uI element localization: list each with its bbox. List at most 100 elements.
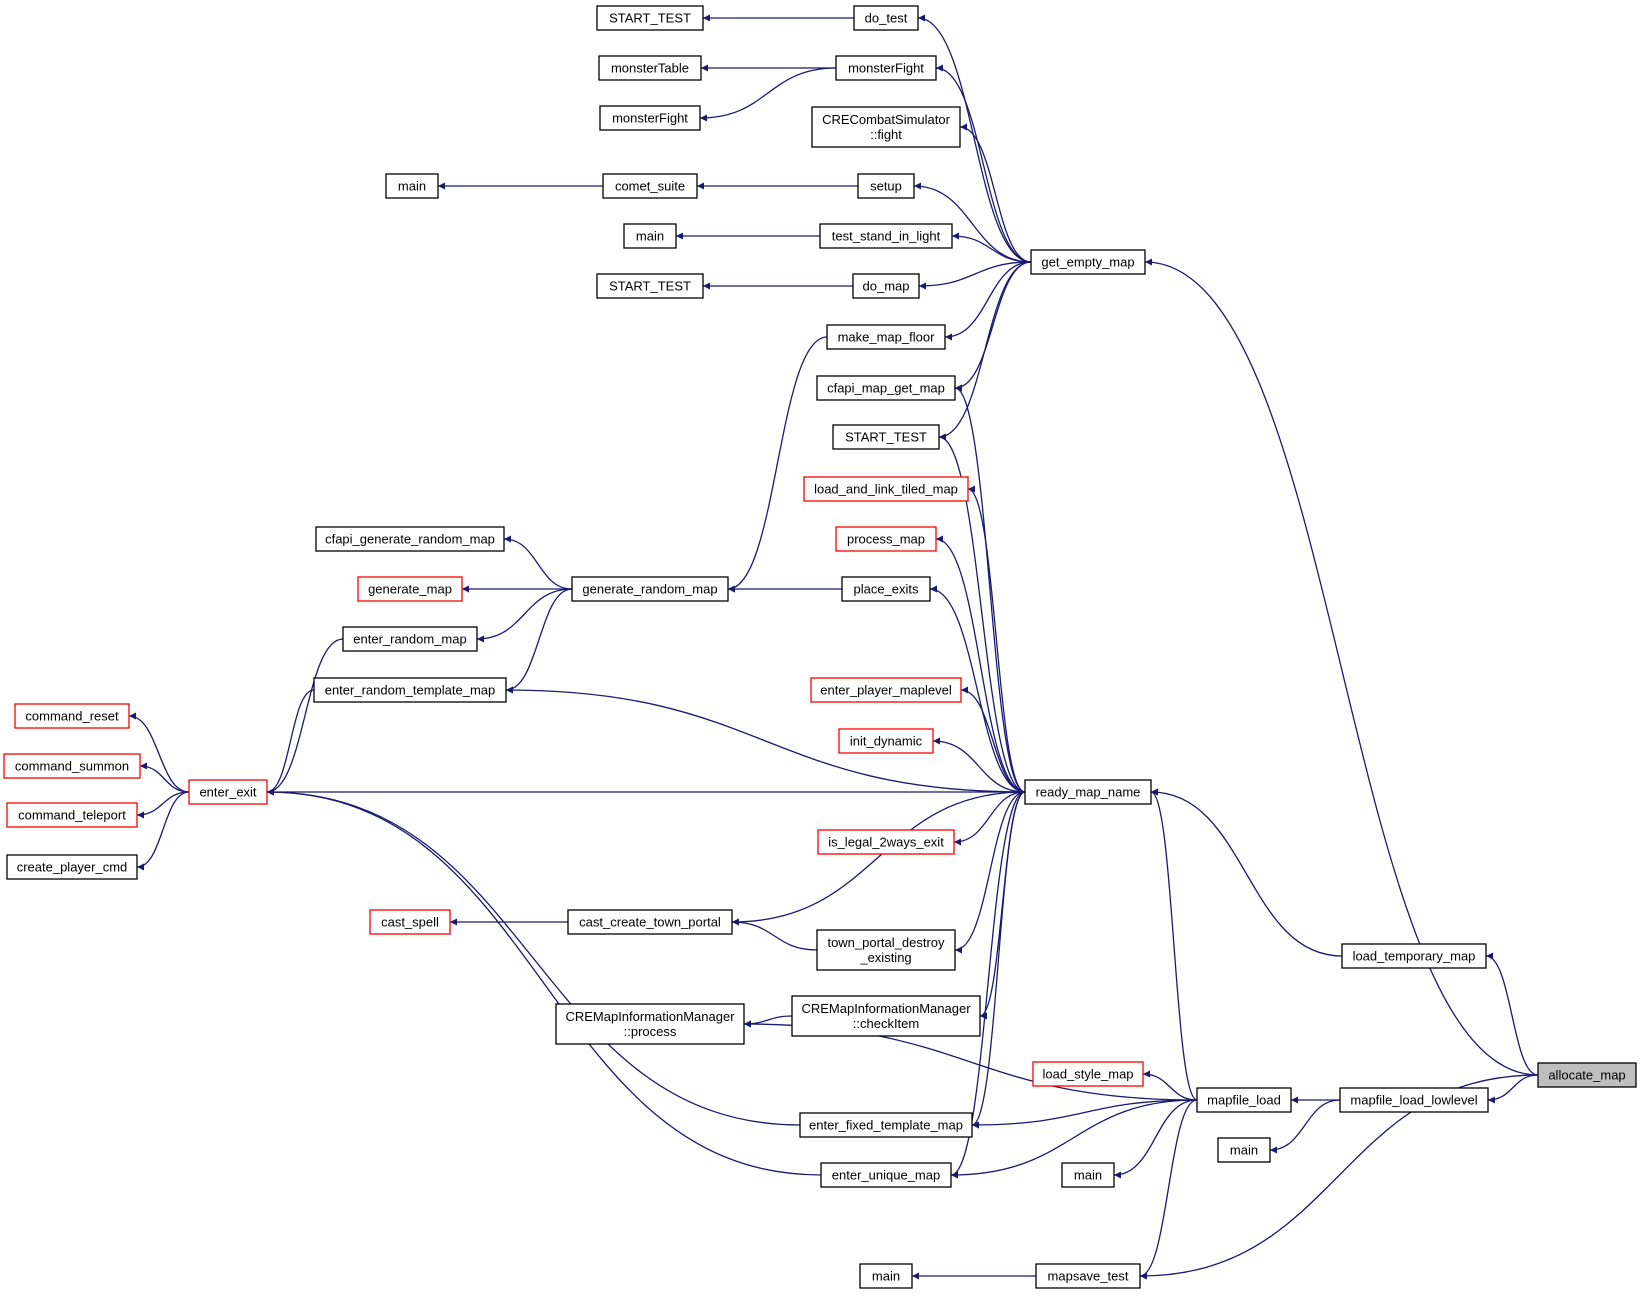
- node-load-and-link-tiled-map[interactable]: load_and_link_tiled_map: [803, 476, 969, 502]
- node-make-map-floor[interactable]: make_map_floor: [826, 324, 946, 350]
- edge-cfapi_generate_random_map-to-generate_random_map: [503, 535, 573, 590]
- edges-layer: [128, 14, 1539, 1280]
- edge-main_5-to-mapfile_load_lowlevel: [1269, 1099, 1341, 1154]
- node-process-map[interactable]: process_map: [835, 526, 937, 552]
- edge-setup-to-get_empty_map: [913, 182, 1032, 263]
- node-box: [859, 1263, 913, 1289]
- node-label: main: [872, 1269, 900, 1284]
- node-cremap-process[interactable]: CREMapInformationManager::process: [555, 1003, 745, 1045]
- node-box: [832, 424, 940, 450]
- node-main-3[interactable]: main: [859, 1263, 913, 1289]
- node-label: create_player_cmd: [17, 860, 128, 875]
- node-generate-map[interactable]: generate_map: [357, 576, 463, 602]
- node-init-dynamic[interactable]: init_dynamic: [838, 728, 934, 754]
- edge-command_teleport-to-enter_exit: [136, 791, 190, 819]
- edge-monsterfight_2-to-monsterfight_1: [699, 67, 837, 122]
- node-get-empty-map[interactable]: get_empty_map: [1030, 249, 1146, 275]
- node-box: [820, 1162, 952, 1188]
- node-enter-unique-map[interactable]: enter_unique_map: [820, 1162, 952, 1188]
- node-cfapi-generate-random-map[interactable]: cfapi_generate_random_map: [315, 526, 505, 552]
- node-box: [811, 106, 961, 148]
- node-box: [1024, 779, 1152, 805]
- edge-cfapi_map_get_map-to-ready_map_name: [954, 384, 1026, 793]
- node-start-test-2[interactable]: START_TEST: [596, 273, 704, 299]
- node-box: [791, 995, 981, 1037]
- node-label: START_TEST: [845, 430, 927, 445]
- node-ready-map-name[interactable]: ready_map_name: [1024, 779, 1152, 805]
- node-label: START_TEST: [609, 279, 691, 294]
- edge-start_test_3-to-get_empty_map: [938, 261, 1032, 441]
- edge-enter_player_maplevel-to-ready_map_name: [960, 686, 1026, 793]
- node-allocate-map[interactable]: allocate_map: [1537, 1062, 1637, 1088]
- node-enter-fixed-template-map[interactable]: enter_fixed_template_map: [799, 1112, 973, 1138]
- node-crecombat-fight[interactable]: CRECombatSimulator::fight: [811, 106, 961, 148]
- node-monsterfight-2[interactable]: monsterFight: [599, 105, 701, 131]
- node-box: [623, 223, 677, 249]
- node-label: is_legal_2ways_exit: [828, 835, 944, 850]
- node-box: [596, 5, 704, 31]
- edge-get_empty_map-to-allocate_map: [1144, 258, 1539, 1076]
- node-enter-random-template-map[interactable]: enter_random_template_map: [313, 677, 507, 703]
- node-main-4[interactable]: main: [1061, 1162, 1115, 1188]
- node-label: main: [636, 229, 664, 244]
- node-mapfile-load-lowlevel[interactable]: mapfile_load_lowlevel: [1339, 1087, 1489, 1113]
- node-mapfile-load[interactable]: mapfile_load: [1196, 1087, 1292, 1113]
- node-setup[interactable]: setup: [857, 173, 915, 199]
- node-enter-exit[interactable]: enter_exit: [188, 779, 268, 805]
- node-start-test-3[interactable]: START_TEST: [832, 424, 940, 450]
- node-town-portal-destroy-existing[interactable]: town_portal_destroy_existing: [816, 929, 956, 971]
- node-label: enter_exit: [199, 785, 256, 800]
- node-label: enter_fixed_template_map: [809, 1118, 963, 1133]
- node-box: [1217, 1137, 1271, 1163]
- node-label: enter_random_map: [353, 632, 466, 647]
- node-load-style-map[interactable]: load_style_map: [1032, 1061, 1144, 1087]
- node-monstertable[interactable]: monsterTable: [598, 55, 702, 81]
- node-label: get_empty_map: [1041, 255, 1134, 270]
- node-label: cfapi_map_get_map: [827, 381, 945, 396]
- node-cremap-checkitem[interactable]: CREMapInformationManager::checkItem: [791, 995, 981, 1037]
- node-command-summon[interactable]: command_summon: [3, 753, 141, 779]
- node-box: [3, 753, 141, 779]
- node-cast-create-town-portal[interactable]: cast_create_town_portal: [567, 909, 733, 935]
- node-command-teleport[interactable]: command_teleport: [6, 802, 138, 828]
- node-is-legal-2ways-exit[interactable]: is_legal_2ways_exit: [817, 829, 955, 855]
- node-label: cast_create_town_portal: [579, 915, 721, 930]
- node-test-stand-in-light[interactable]: test_stand_in_light: [819, 223, 953, 249]
- node-comet-suite[interactable]: comet_suite: [602, 173, 698, 199]
- node-monsterfight-1[interactable]: monsterFight: [835, 55, 937, 81]
- node-main-2[interactable]: main: [623, 223, 677, 249]
- edge-crecombat_fight-to-get_empty_map: [959, 123, 1032, 263]
- node-main-1[interactable]: main: [385, 173, 439, 199]
- node-load-temporary-map[interactable]: load_temporary_map: [1341, 943, 1487, 969]
- node-do-map[interactable]: do_map: [852, 273, 920, 299]
- edge-make_map_floor-to-get_empty_map: [944, 261, 1032, 341]
- edge-command_reset-to-enter_exit: [128, 712, 190, 793]
- node-command-reset[interactable]: command_reset: [14, 703, 130, 729]
- node-label: main: [398, 179, 426, 194]
- node-cast-spell[interactable]: cast_spell: [369, 909, 451, 935]
- edge-do_map-to-get_empty_map: [918, 261, 1032, 290]
- nodes-layer: START_TEST monsterTable monsterFight main ma…: [3, 5, 1637, 1289]
- node-box: [852, 273, 920, 299]
- node-generate-random-map[interactable]: generate_random_map: [571, 576, 729, 602]
- node-box: [6, 854, 138, 880]
- node-cfapi-map-get-map[interactable]: cfapi_map_get_map: [816, 375, 956, 401]
- edge-town_portal_destroy_existing-to-ready_map_name: [954, 791, 1026, 954]
- node-label: enter_random_template_map: [325, 683, 496, 698]
- edge-enter_unique_map-to-mapfile_load: [950, 1099, 1198, 1179]
- edge-process_map-to-ready_map_name: [935, 535, 1026, 793]
- node-enter-player-maplevel[interactable]: enter_player_maplevel: [810, 677, 962, 703]
- node-start-test-1[interactable]: START_TEST: [596, 5, 704, 31]
- node-main-5[interactable]: main: [1217, 1137, 1271, 1163]
- node-enter-random-map[interactable]: enter_random_map: [342, 626, 478, 652]
- edge-enter_exit-to-enter_random_template_map: [266, 689, 315, 796]
- edge-load_temporary_map-to-allocate_map: [1485, 952, 1539, 1076]
- node-box: [835, 526, 937, 552]
- node-create-player-cmd[interactable]: create_player_cmd: [6, 854, 138, 880]
- node-box: [819, 223, 953, 249]
- node-label: cast_spell: [381, 915, 439, 930]
- node-do-test[interactable]: do_test: [853, 5, 919, 31]
- node-box: [1061, 1162, 1115, 1188]
- node-place-exits[interactable]: place_exits: [841, 576, 931, 602]
- node-mapsave-test[interactable]: mapsave_test: [1035, 1263, 1141, 1289]
